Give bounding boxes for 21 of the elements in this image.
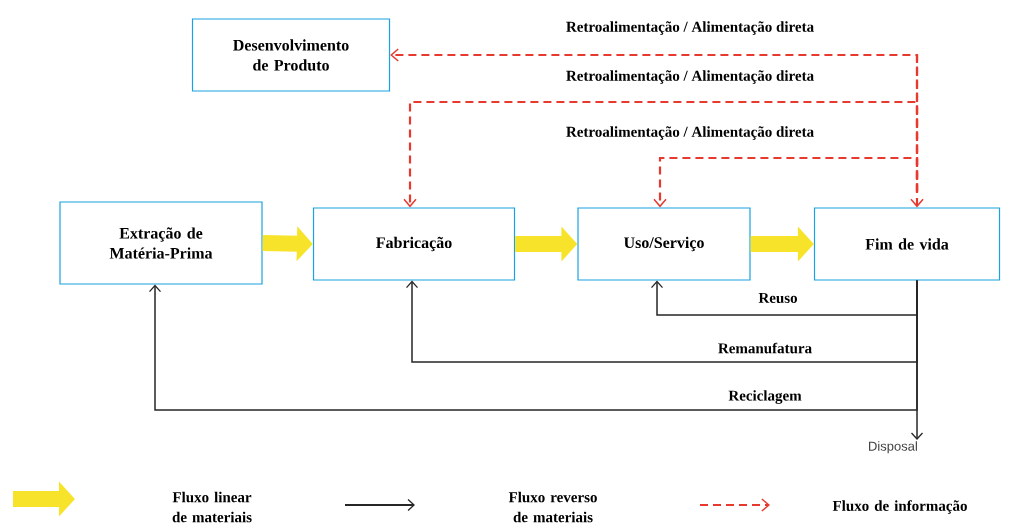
edge-label: Reciclagem bbox=[727, 389, 803, 405]
edge-label: Remanufatura bbox=[716, 341, 814, 355]
process-box: Fabricação bbox=[312, 207, 516, 281]
edge-label: Retroalimentação / Alimentação direta bbox=[564, 20, 816, 36]
legend-label: Fluxo linear de materiais bbox=[172, 491, 252, 523]
dashed-arrow bbox=[653, 156, 919, 208]
legend-label: Fluxo de informação bbox=[832, 500, 967, 514]
arrow bbox=[405, 279, 918, 363]
legend-label: Fluxo reverso de materiais bbox=[508, 491, 597, 523]
end-label: Disposal bbox=[869, 441, 917, 454]
edge-label: Reuso bbox=[757, 292, 799, 304]
process-box: Fim de vida bbox=[813, 207, 1001, 281]
dashed-arrow bbox=[910, 55, 924, 208]
process-box: Desenvolvimento de Produto bbox=[191, 18, 391, 92]
process-box: Uso/Serviço bbox=[577, 207, 751, 281]
arrow bbox=[910, 279, 924, 440]
edge-label: Retroalimentação / Alimentação direta bbox=[564, 125, 816, 141]
edge-label: Retroalimentação / Alimentação direta bbox=[564, 69, 816, 85]
dashed-arrow bbox=[403, 100, 919, 208]
process-box: Extração de Matéria-Prima bbox=[59, 201, 263, 285]
arrow bbox=[650, 279, 918, 316]
